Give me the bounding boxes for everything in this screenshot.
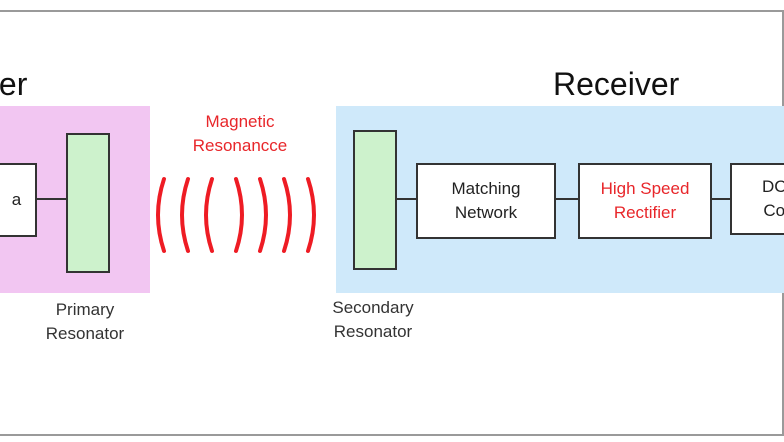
magnetic-field-waves (156, 177, 316, 253)
wave-arc-6 (282, 177, 292, 253)
matching-network-block: Matching Network (416, 163, 556, 239)
transmitter-source-block: a (0, 163, 37, 237)
dc-converter-block: DC Co (730, 163, 784, 235)
transmitter-heading: ter (0, 66, 28, 102)
wave-arc-1 (156, 177, 166, 253)
dc-converter-label: DC Co (762, 177, 784, 220)
wave-arc-7 (306, 177, 316, 253)
connector-source-to-primary (35, 198, 66, 200)
matching-network-label: Matching Network (451, 179, 521, 222)
connector-rectifier-to-dc (710, 198, 730, 200)
high-speed-rectifier-block: High Speed Rectifier (578, 163, 712, 239)
magnetic-resonance-label: Magnetic Resonancce (192, 112, 288, 155)
secondary-resonator-caption: Secondary Resonator (332, 298, 414, 341)
secondary-resonator (353, 130, 397, 270)
primary-resonator (66, 133, 110, 273)
wave-arc-5 (258, 177, 268, 253)
primary-resonator-caption: Primary Resonator (45, 300, 125, 343)
high-speed-rectifier-label: High Speed Rectifier (600, 179, 690, 222)
connector-matching-to-rectifier (554, 198, 578, 200)
connector-secondary-to-matching (395, 198, 416, 200)
transmitter-source-label: a (11, 190, 22, 209)
wave-arc-2 (180, 177, 190, 253)
wave-arc-4 (234, 177, 244, 253)
receiver-heading: Receiver (553, 66, 680, 102)
wave-arc-3 (204, 177, 214, 253)
